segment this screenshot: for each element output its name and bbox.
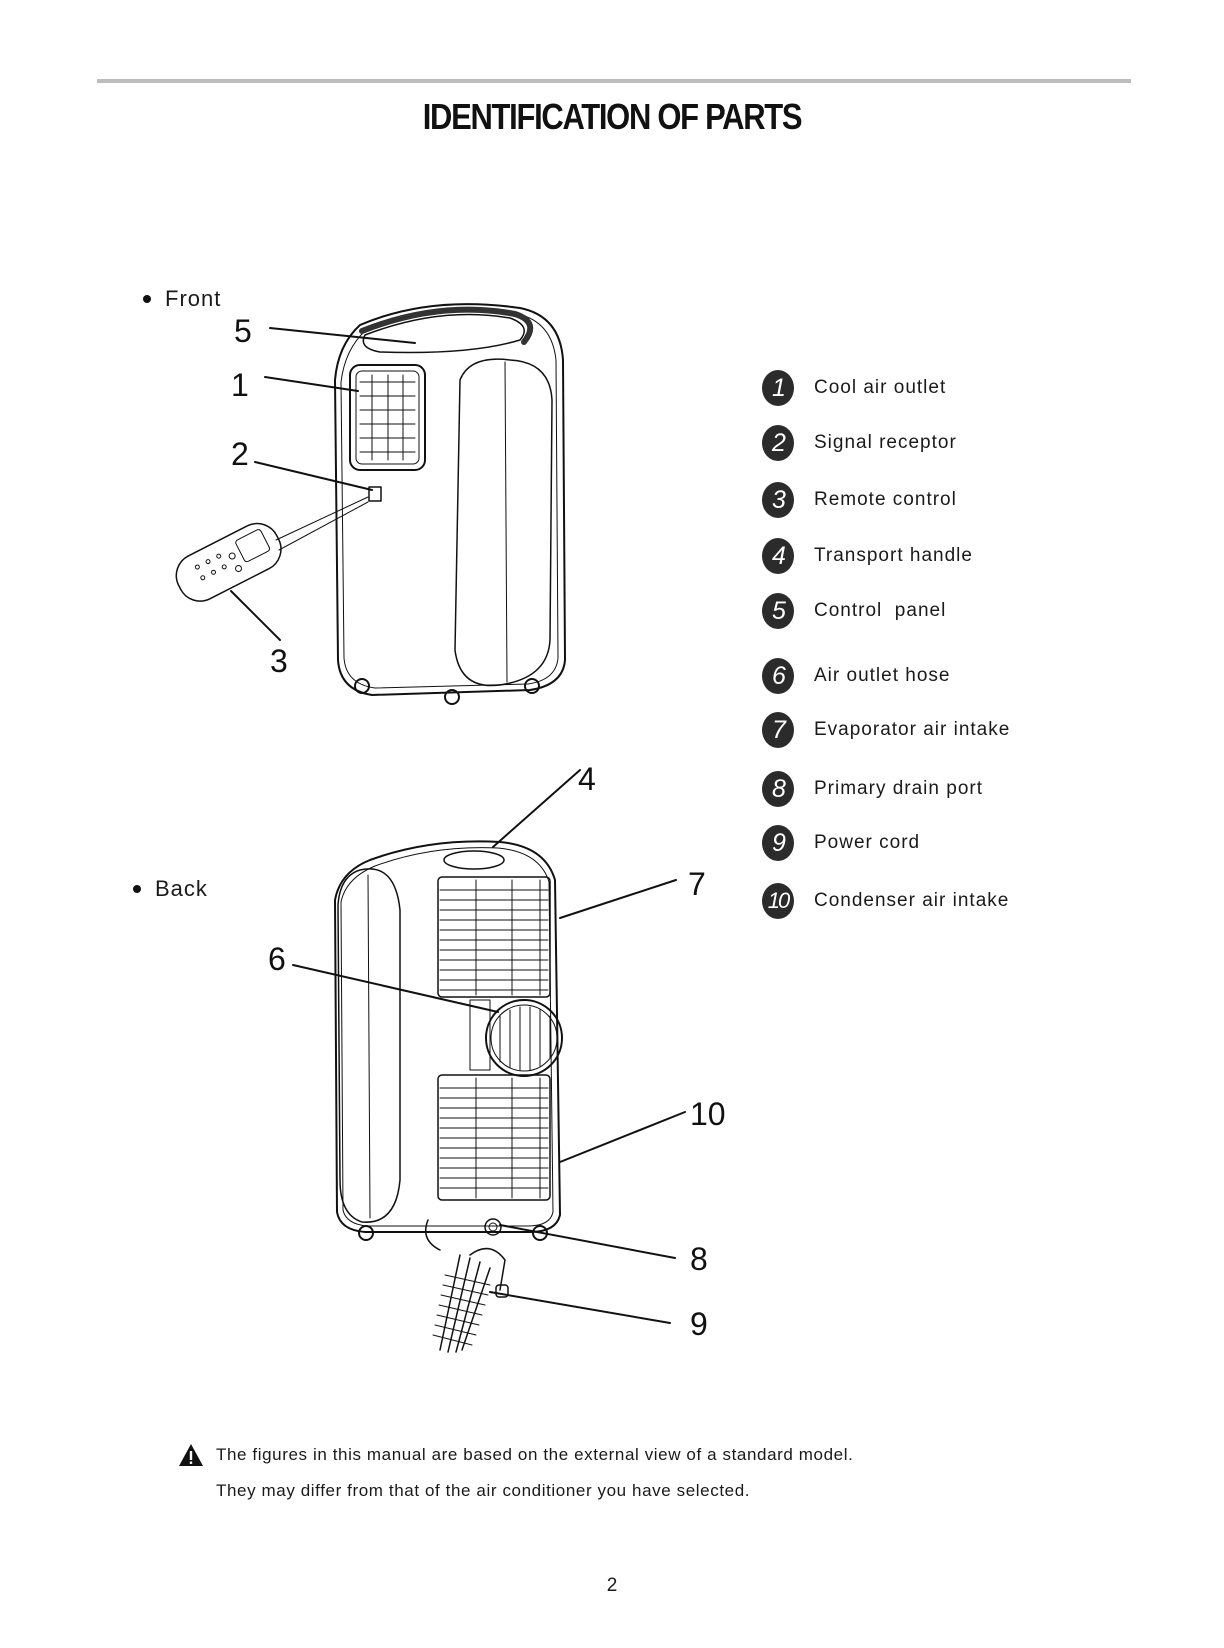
callout-5: 5 [234,313,252,349]
callout-6: 6 [268,941,286,977]
legend-label: Signal receptor [814,432,957,453]
legend-item: 4 Transport handle [762,538,973,574]
warning-triangle-icon [179,1444,203,1466]
number-badge: 7 [762,712,794,748]
bullet-icon [143,295,151,303]
front-view-label: Front [143,286,221,312]
front-unit-illustration [175,303,566,705]
top-rule [97,79,1131,83]
number-badge: 9 [762,825,794,861]
legend-label: Primary drain port [814,778,983,799]
back-label-text: Back [155,876,208,901]
bullet-icon [133,885,141,893]
note-line-1: The figures in this manual are based on … [216,1445,854,1464]
legend-item: 1 Cool air outlet [762,370,946,406]
callout-10: 10 [690,1096,726,1132]
legend-item: 7 Evaporator air intake [762,712,1010,748]
legend-item: 6 Air outlet hose [762,658,950,694]
callout-1: 1 [231,367,249,403]
legend-label: Evaporator air intake [814,719,1011,740]
legend-label: Power cord [814,832,921,853]
note-line-2: They may differ from that of the air con… [216,1481,751,1500]
power-cord-illustration [425,1219,509,1353]
number-badge: 5 [762,593,794,629]
number-badge: 4 [762,538,794,574]
callout-8: 8 [690,1241,708,1277]
legend-label: Transport handle [814,545,973,566]
legend-label: Cool air outlet [814,377,947,398]
remote-control-illustration [175,522,282,602]
front-leader-lines [230,327,416,641]
number-badge: 6 [762,658,794,694]
front-label-text: Front [165,286,222,311]
legend-item: 2 Signal receptor [762,425,957,461]
page-title: IDENTIFICATION OF PARTS [422,96,803,137]
legend-item: 8 Primary drain port [762,771,983,807]
callout-3: 3 [270,643,288,679]
number-badge: 8 [762,771,794,807]
number-badge: 1 [762,370,794,406]
legend-item: 3 Remote control [762,482,957,518]
callout-7: 7 [688,866,706,902]
back-view-label: Back [133,876,208,902]
callout-4: 4 [578,761,596,797]
legend-label: Air outlet hose [814,665,951,686]
legend-item: 10 Condenser air intake [762,883,1009,919]
number-badge: 2 [762,425,794,461]
legend-label: Remote control [814,489,957,510]
back-unit-illustration [334,840,563,1353]
legend-item: 5 Control panel [762,593,946,629]
callout-numbers: 5 1 2 3 4 7 6 10 8 9 [231,313,726,1342]
legend-label: Condenser air intake [814,890,1010,911]
disclaimer-note: The figures in this manual are based on … [178,1437,853,1509]
callout-9: 9 [690,1306,708,1342]
callout-2: 2 [231,436,249,472]
page-number: 2 [606,1575,618,1596]
back-leader-lines [292,769,686,1324]
number-badge: 10 [762,883,794,919]
legend-item: 9 Power cord [762,825,920,861]
legend-label: Control panel [814,600,947,621]
number-badge: 3 [762,482,794,518]
